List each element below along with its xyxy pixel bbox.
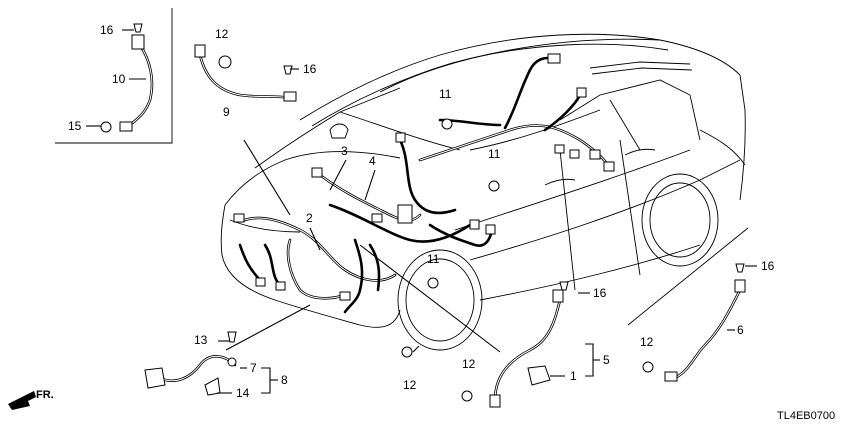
callout-11-b: 11 [488,147,501,161]
callout-12-b: 12 [403,378,417,392]
terminal-icon [194,44,206,58]
bolt-icon [227,357,237,367]
bolt-icon [461,390,473,402]
terminal-icon [119,121,133,132]
cable-6-assembly [627,227,749,382]
callout-7: 7 [250,361,257,375]
bolt-icon [735,263,745,273]
front-arrow-icon: FR. [8,389,54,410]
grommet-icon [441,118,453,130]
callout-11-a: 11 [439,87,452,101]
bolt-icon [642,361,654,373]
callout-1: 1 [570,369,577,383]
callout-5: 5 [603,353,610,367]
bolt-icon [401,346,413,358]
callout-11-c: 11 [427,252,440,266]
callout-15: 15 [68,119,82,133]
inset-box [55,8,297,144]
car-body [220,33,746,351]
terminal-icon [489,394,501,408]
bolt-icon [218,55,232,69]
bolt-icon [559,281,569,291]
callout-13: 13 [194,333,208,347]
bolt-icon [227,331,237,343]
bolt-icon [133,23,143,33]
connector-icon [144,367,166,389]
callout-8: 8 [281,373,288,387]
callout-9: 9 [223,105,230,119]
terminal-icon [283,91,297,102]
callout-10: 10 [112,72,126,86]
callout-16-c: 16 [593,286,607,300]
terminal-icon [131,34,145,50]
main-harness [233,53,615,314]
direction-label: FR. [36,389,54,401]
callout-12-a: 12 [215,27,229,41]
leader-lines [86,29,757,394]
grommet-group [427,118,500,289]
grommet-icon [427,277,439,289]
terminal-icon [664,371,678,382]
callout-4: 4 [369,154,376,168]
callout-labels: 16 10 15 12 9 16 11 3 4 11 2 11 16 5 1 1… [68,23,775,400]
callout-12-c: 12 [462,357,476,371]
callout-6: 6 [737,323,744,337]
callout-16-a: 16 [100,23,114,37]
sensor-icon [527,365,551,386]
bolt-icon [100,121,112,133]
diagram-code: TL4EB0700 [777,410,835,422]
grommet-icon [488,180,500,192]
terminal-icon [552,289,564,303]
callout-14: 14 [236,386,250,400]
cable-8-assembly [144,331,237,396]
callout-16-d: 16 [761,259,775,273]
cable-5-assembly [489,281,569,408]
callout-2: 2 [306,211,313,225]
bolt-icon [283,65,293,75]
terminal-icon [734,279,746,293]
callout-16-b: 16 [303,62,317,76]
callout-3: 3 [341,144,348,158]
callout-12-d: 12 [640,335,654,349]
bolt-group-12 [401,346,473,402]
